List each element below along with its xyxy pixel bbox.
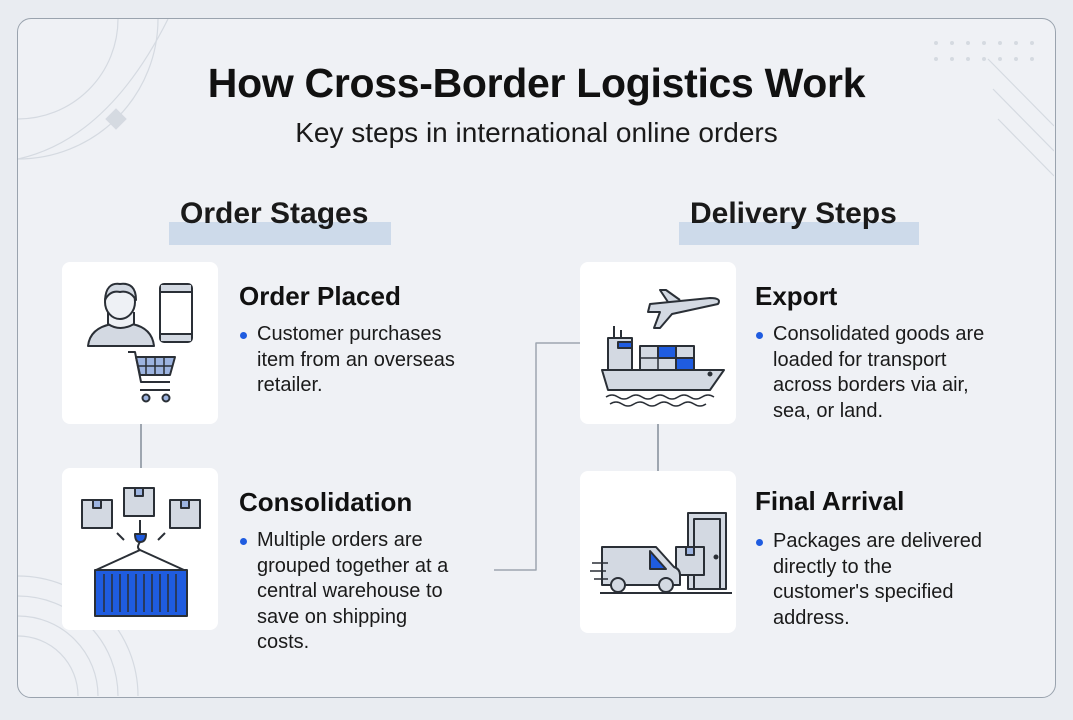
text-line: save on shipping xyxy=(257,605,408,628)
text-line: across borders via air, xyxy=(773,374,969,396)
text-line: retailer. xyxy=(257,374,323,396)
text-line: directly to the xyxy=(773,555,892,578)
page-title: How Cross-Border Logistics Work xyxy=(207,60,866,106)
step-description: Customer purchases item from an overseas r… xyxy=(240,322,455,399)
bullet-icon xyxy=(240,332,247,339)
page-subtitle: Key steps in international online orders xyxy=(295,117,778,148)
step-title: Consolidation xyxy=(239,487,413,517)
section-header-delivery-steps: Delivery Steps xyxy=(679,197,919,245)
background-decoration xyxy=(18,19,1054,696)
text-line: address. xyxy=(773,606,850,629)
text-line: costs. xyxy=(257,631,310,653)
section-label: Order Stages xyxy=(180,197,369,230)
container-consolidation-icon xyxy=(62,468,218,630)
text-line: Packages are delivered xyxy=(773,530,983,552)
step-title: Final Arrival xyxy=(755,486,905,516)
section-header-order-stages: Order Stages xyxy=(169,197,391,245)
text-line: Customer purchases xyxy=(257,323,442,345)
connector-line xyxy=(657,424,659,471)
section-label: Delivery Steps xyxy=(690,197,897,230)
step-description: Packages are delivered directly to the cus… xyxy=(756,529,983,631)
ship-plane-icon xyxy=(580,262,736,424)
text-line: sea, or land. xyxy=(773,399,884,422)
text-line: loaded for transport xyxy=(773,348,947,371)
bullet-icon xyxy=(240,538,247,545)
connector-line xyxy=(140,423,142,468)
text-line: item from an overseas xyxy=(257,348,455,371)
text-line: customer's specified xyxy=(773,581,954,603)
shopper-cart-icon xyxy=(62,262,218,424)
delivery-van-door-icon xyxy=(580,471,736,633)
text-line: Multiple orders are xyxy=(257,529,423,551)
bullet-icon xyxy=(756,539,763,546)
text-line: central warehouse to xyxy=(257,580,443,602)
text-line: grouped together at a xyxy=(257,554,449,577)
step-description: Consolidated goods are loaded for transpo… xyxy=(756,322,985,424)
text-line: Consolidated goods are xyxy=(773,323,985,345)
connector-elbow xyxy=(494,342,580,571)
step-description: Multiple orders are grouped together at a… xyxy=(240,528,449,656)
bullet-icon xyxy=(756,332,763,339)
step-title: Export xyxy=(755,281,838,311)
step-title: Order Placed xyxy=(239,281,401,311)
